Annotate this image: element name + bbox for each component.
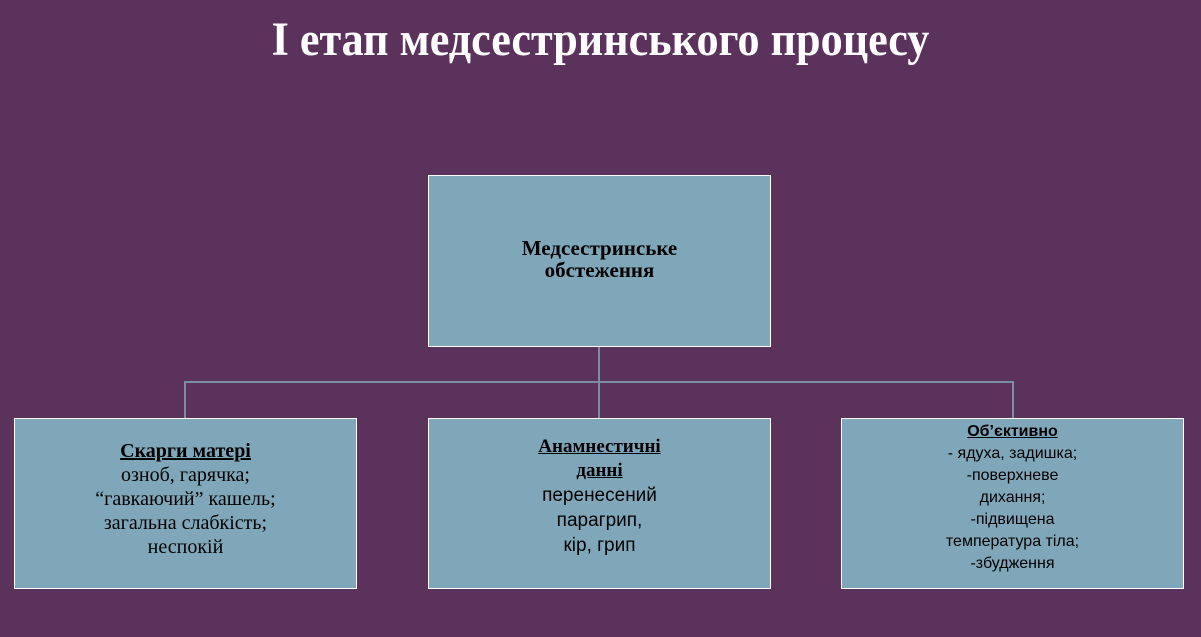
node-line: озноб, гарячка; [121,464,250,486]
node-line: -збудження [970,555,1055,572]
node-line: - ядуха, задишка; [947,445,1078,462]
node-line: неспокій [147,536,224,558]
node-line: кір, грип [563,535,636,556]
node-line: “гавкаючий” кашель; [95,488,276,510]
root-node-nursing-examination: Медсестринське обстеження [428,175,771,347]
connector-left-down [184,381,186,418]
connector-right-down [1012,381,1014,418]
node-heading: Скарги матері [120,440,251,462]
node-heading: Об’єктивно [967,423,1058,440]
node-line: дихання; [979,489,1046,506]
node-objective: Об’єктивно - ядуха, задишка; -поверхневе… [841,418,1184,589]
node-anamnestic-data: Анамнестичні данні перенесений парагрип,… [428,418,771,589]
root-label-line1: Медсестринське [521,236,678,260]
slide-title: І етап медсестринського процесу [271,13,930,66]
node-heading-line2: данні [576,460,623,481]
node-line: перенесений [542,485,657,506]
node-line: парагрип, [556,510,643,531]
node-line: температура тіла; [945,533,1080,550]
connector-horizontal [184,381,1014,383]
node-mother-complaints: Скарги матері озноб, гарячка; “гавкаючий… [14,418,357,589]
node-line: -поверхневе [966,467,1059,484]
node-heading-line1: Анамнестичні [538,436,661,457]
node-line: загальна слабкість; [103,512,268,534]
node-line: -підвищена [970,511,1055,528]
root-label-line2: обстеження [544,258,655,282]
